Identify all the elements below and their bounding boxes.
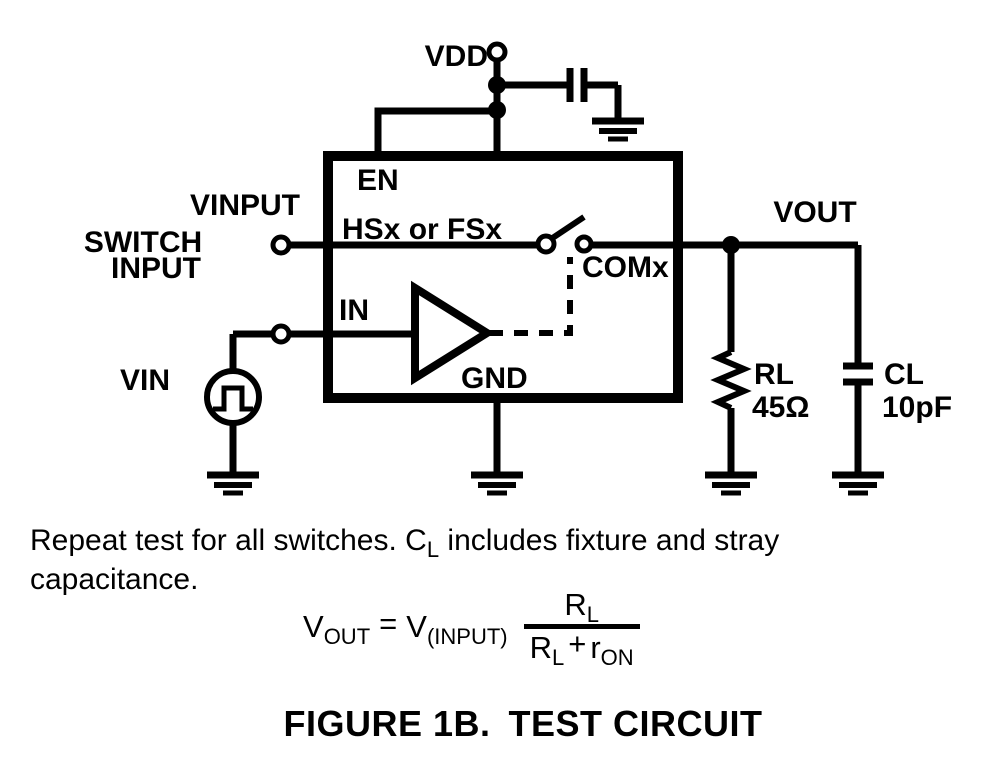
- in-wire: [229, 330, 418, 476]
- fraction-numerator: RL: [564, 587, 599, 627]
- vin-label: VIN: [120, 364, 170, 397]
- vinput-label: VINPUT: [190, 189, 300, 222]
- amplifier-icon: [411, 280, 495, 386]
- ground-symbol-rl: [705, 471, 757, 496]
- junction-dot: [722, 236, 740, 254]
- switch-symbol: [535, 214, 594, 255]
- figure-number: FIGURE 1B.: [283, 703, 491, 744]
- junction-dot: [488, 76, 506, 94]
- switch-input-label-line1: SWITCH: [84, 226, 202, 259]
- output-wire: [584, 241, 862, 363]
- in-terminal: [270, 323, 292, 345]
- formula-fraction: RL RL+rON: [523, 586, 640, 670]
- switch-control-dashed-line: [489, 257, 573, 336]
- vdd-label: VDD: [425, 40, 488, 73]
- formula-lhs: VOUT: [303, 608, 371, 649]
- pulse-source-icon: [204, 368, 262, 426]
- ic-box: [323, 151, 683, 403]
- note-line-1: Repeat test for all switches. CL include…: [30, 524, 780, 562]
- rl-value-label: 45Ω: [752, 391, 809, 424]
- fraction-denominator: RL+rON: [529, 626, 634, 670]
- bypass-capacitor: [566, 68, 622, 121]
- vout-formula: VOUT = V(INPUT) RL RL+rON: [303, 586, 640, 670]
- in-pin-label: IN: [339, 294, 369, 327]
- switch-input-terminal: [270, 234, 292, 256]
- fraction-bar: [523, 624, 640, 629]
- formula-rhs-v: V(INPUT): [406, 608, 508, 649]
- figure-caption: FIGURE 1B. TEST CIRCUIT: [23, 703, 1000, 745]
- note-paragraph: Repeat test for all switches. CL include…: [30, 521, 779, 599]
- junction-dot: [488, 101, 506, 119]
- comx-pin-label: COMx: [582, 251, 669, 284]
- ground-symbol-bypass: [592, 117, 644, 142]
- vdd-terminal: [486, 41, 508, 63]
- switch-input-label-line2: INPUT: [111, 252, 201, 285]
- equals-sign: =: [379, 605, 398, 641]
- cl-subscript: L: [426, 537, 440, 562]
- figure-title: TEST CIRCUIT: [508, 703, 763, 744]
- rl-name-label: RL: [754, 358, 794, 391]
- cl-value-label: 10pF: [882, 391, 952, 424]
- hsx-fsx-pin-label: HSx or FSx: [342, 213, 502, 246]
- note-line-2: capacitance.: [30, 563, 199, 596]
- ground-symbol-gnd-pin: [471, 471, 523, 496]
- en-pin-label: EN: [357, 164, 399, 197]
- gnd-pin-label: GND: [461, 362, 528, 395]
- vout-label: VOUT: [773, 196, 856, 229]
- load-resistor: [710, 245, 752, 476]
- load-capacitor: [843, 362, 873, 476]
- ground-symbol-cl: [832, 471, 884, 496]
- ground-symbol-vin: [207, 471, 259, 496]
- cl-name-label: CL: [884, 358, 924, 391]
